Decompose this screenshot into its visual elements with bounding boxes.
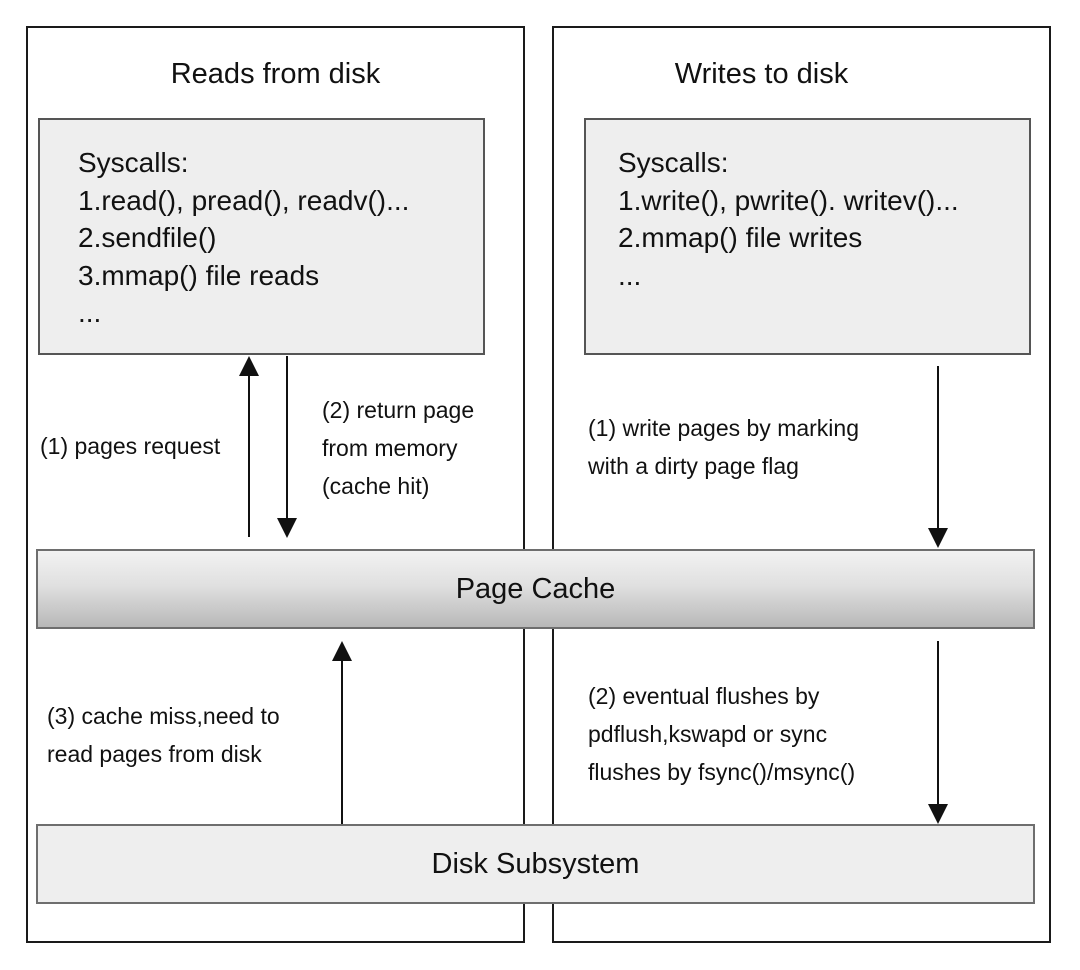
writes-syscall-item: 1.write(), pwrite(). writev()... [618,184,959,216]
reads-syscalls-heading: Syscalls: [78,147,189,178]
return-page-line: (cache hit) [322,473,430,499]
disk-subsystem-label: Disk Subsystem [431,847,640,880]
write-pages-arrow [928,366,948,548]
flushes-label: (2) eventual flushes by pdflush,kswapd o… [588,677,855,791]
cache-miss-label: (3) cache miss,need to read pages from d… [47,697,280,773]
return-page-line: from memory [322,435,458,461]
reads-syscall-item: 3.mmap() file reads [78,259,320,291]
flushes-arrow [928,641,948,824]
reads-title: Reads from disk [170,58,381,90]
writes-syscalls-box: Syscalls: 1.write(), pwrite(). writev().… [584,118,1031,355]
writes-syscall-item: 2.mmap() file writes [618,222,863,253]
cache-miss-arrow [332,641,352,824]
reads-syscall-item: 1.read(), pread(), readv()... [78,184,410,216]
reads-syscall-item: ... [78,297,102,328]
flushes-line: (2) eventual flushes by [588,683,820,709]
write-pages-label: (1) write pages by marking with a dirty … [588,409,859,485]
disk-subsystem-bar: Disk Subsystem [36,824,1035,904]
reads-syscall-item: 2.sendfile() [78,222,217,253]
cache-miss-line: (3) cache miss,need to [47,703,280,729]
writes-syscalls-heading: Syscalls: [618,147,729,178]
flushes-line: pdflush,kswapd or sync [588,721,828,747]
pages-request-label: (1) pages request [40,433,221,459]
return-page-label: (2) return page from memory (cache hit) [322,391,474,505]
flushes-line: flushes by fsync()/msync() [588,759,856,785]
return-page-line: (2) return page [322,397,475,423]
writes-title: Writes to disk [674,58,849,90]
write-pages-line: (1) write pages by marking [588,415,859,441]
page-cache-label: Page Cache [455,572,616,605]
writes-syscall-item: ... [618,259,642,291]
page-cache-bar: Page Cache [36,549,1035,629]
pages-request-arrow [239,356,259,537]
reads-syscalls-box: Syscalls: 1.read(), pread(), readv()... … [38,118,485,355]
write-pages-line: with a dirty page flag [588,453,799,479]
return-page-arrow [277,356,297,538]
cache-miss-line: read pages from disk [47,741,262,767]
